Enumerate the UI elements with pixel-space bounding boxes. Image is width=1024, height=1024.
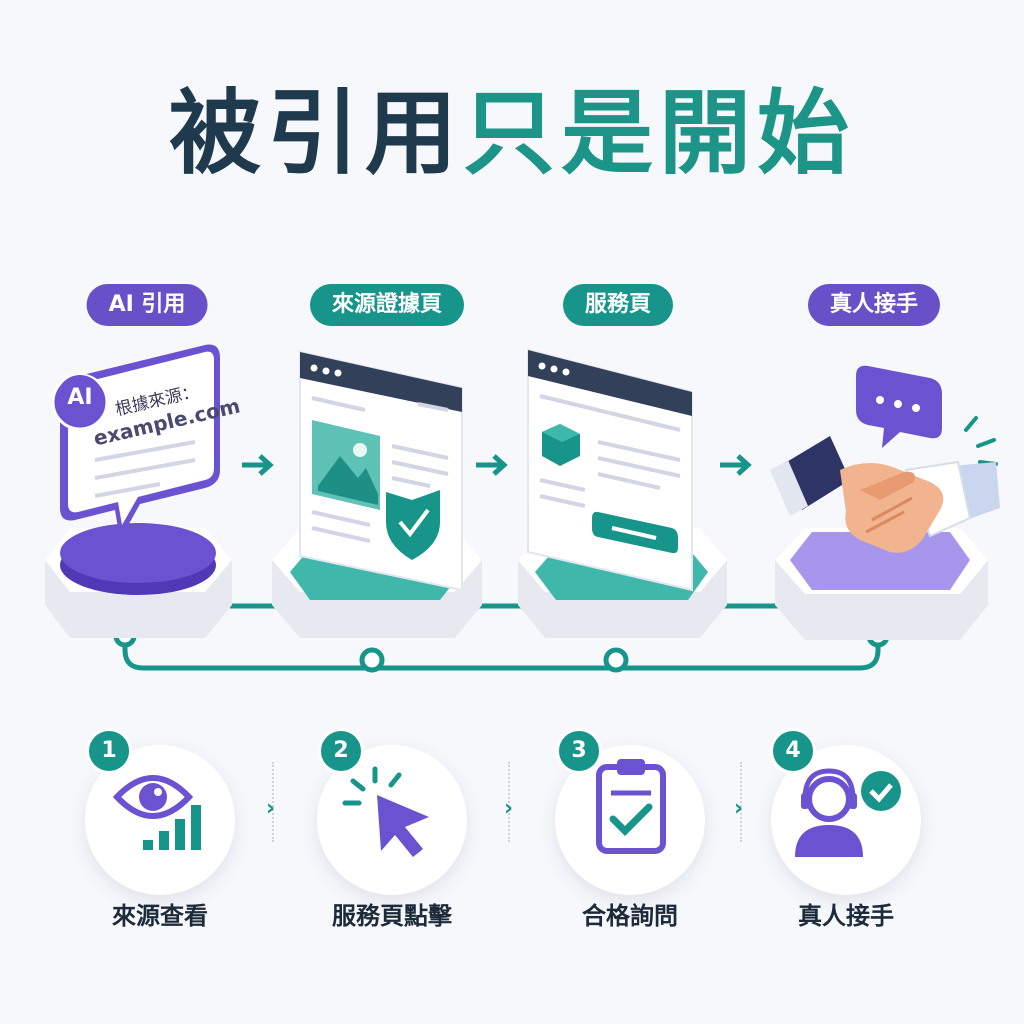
step-3-number: 3 xyxy=(556,728,602,774)
title-part-1: 被引用 xyxy=(168,80,463,187)
step-1-label: 來源查看 xyxy=(112,902,208,930)
arrow-right-icon xyxy=(242,454,274,476)
arrow-right-icon xyxy=(720,454,752,476)
eye-chart-icon xyxy=(112,775,201,850)
stage-pill-evidence-page: 來源證據頁 xyxy=(309,284,465,326)
step-2-label: 服務頁點擊 xyxy=(332,902,452,930)
clipboard-check-icon xyxy=(596,759,666,854)
chevron-right-icon: › xyxy=(266,796,276,821)
divider xyxy=(508,762,510,842)
spark-lines xyxy=(964,416,998,466)
chevron-right-icon: › xyxy=(734,796,744,821)
platform-ai-citation xyxy=(45,523,232,638)
title-part-2: 只是開始 xyxy=(463,80,856,187)
step-1-number: 1 xyxy=(86,728,132,774)
step-4-label: 真人接手 xyxy=(798,902,894,930)
step-2-number: 2 xyxy=(318,728,364,774)
stage-pill-human-handoff: 真人接手 xyxy=(807,284,941,326)
agent-check-icon xyxy=(795,768,901,857)
platform-human-handoff xyxy=(775,528,988,640)
divider xyxy=(272,762,274,842)
step-4-number: 4 xyxy=(770,728,816,774)
step-3-circle xyxy=(555,745,705,895)
arrow-right-icon xyxy=(476,454,508,476)
divider xyxy=(740,762,742,842)
ai-badge: AI xyxy=(57,375,103,421)
chat-bubble-icon xyxy=(856,365,942,448)
ai-chat-bubble xyxy=(51,344,220,540)
step-3-label: 合格詢問 xyxy=(582,902,678,930)
stage-pill-ai-citation: AI 引用 xyxy=(86,284,208,326)
service-browser-window xyxy=(527,348,693,592)
evidence-browser-window xyxy=(299,350,463,592)
handshake-icon xyxy=(770,436,1000,553)
page-title: 被引用只是開始 xyxy=(0,88,1024,180)
cursor-click-icon xyxy=(342,766,429,857)
chevron-right-icon: › xyxy=(504,796,514,821)
stage-pill-service-page: 服務頁 xyxy=(562,284,674,326)
